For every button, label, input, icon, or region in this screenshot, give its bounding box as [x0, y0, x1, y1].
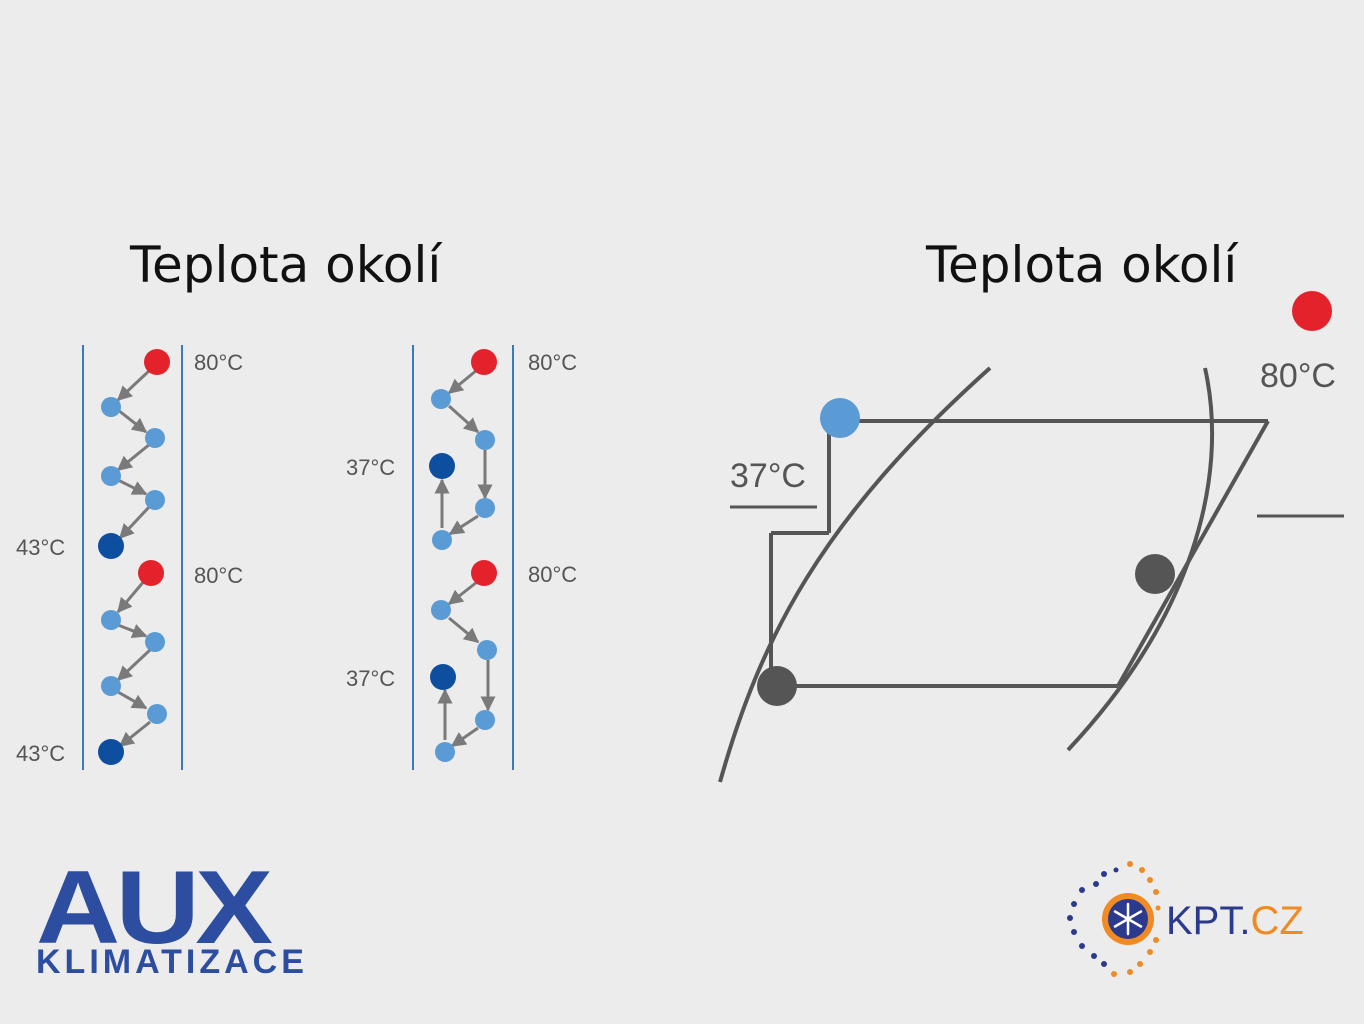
aux-logo-word: AUX — [36, 850, 273, 966]
temp-label: 37°C — [346, 455, 396, 480]
hot-node — [471, 560, 497, 586]
column-b-arrows — [434, 368, 496, 748]
aux-logo: AUX KLIMATIZACE — [36, 856, 336, 986]
temp-label: 43°C — [16, 741, 66, 766]
cycle-dark-node — [757, 666, 797, 706]
mid-node — [431, 600, 451, 620]
cold-node — [430, 664, 456, 690]
mid-node — [145, 428, 165, 448]
mid-node — [101, 397, 121, 417]
mid-node — [477, 640, 497, 660]
temp-label: 80°C — [528, 562, 578, 587]
cycle-hot-node — [1292, 291, 1332, 331]
cold-node — [98, 533, 124, 559]
hot-temp-label: 80°C — [1260, 357, 1336, 395]
cycle-dark-node — [1135, 554, 1175, 594]
mid-node — [431, 389, 451, 409]
aux-logo-subtitle: KLIMATIZACE — [36, 943, 308, 981]
mid-node — [475, 710, 495, 730]
cycle-diagram — [718, 366, 1344, 783]
column-a — [82, 345, 183, 770]
right-diagram-title: Teplota okolí — [926, 236, 1238, 294]
hot-node — [138, 560, 164, 586]
mid-node — [101, 676, 121, 696]
cold-node — [98, 739, 124, 765]
mid-node — [475, 430, 495, 450]
mid-node — [475, 498, 495, 518]
temp-label: 80°C — [528, 350, 578, 375]
cold-temp-label: 37°C — [730, 457, 806, 495]
kpt-sun-snowflake-icon — [1067, 861, 1161, 977]
mid-node — [435, 742, 455, 762]
mid-node — [101, 610, 121, 630]
mid-node — [145, 490, 165, 510]
column-b — [412, 345, 514, 770]
hot-node — [471, 349, 497, 375]
cold-node — [429, 453, 455, 479]
column-a-arrows — [116, 368, 152, 748]
saturation-curve-left — [718, 366, 992, 783]
right-diagonal — [1116, 420, 1270, 687]
mid-node — [145, 632, 165, 652]
left-diagram-title: Teplota okolí — [130, 236, 442, 294]
cycle-mid-node — [820, 398, 860, 438]
kpt-logo-word: KPT.CZ — [1166, 899, 1304, 943]
hot-node — [144, 349, 170, 375]
temp-label: 80°C — [194, 350, 244, 375]
mid-node — [432, 530, 452, 550]
temp-label: 43°C — [16, 535, 66, 560]
temp-label: 80°C — [194, 563, 244, 588]
temp-label: 37°C — [346, 666, 396, 691]
mid-node — [101, 466, 121, 486]
kpt-logo: KPT.CZ — [1060, 856, 1320, 986]
mid-node — [147, 704, 167, 724]
